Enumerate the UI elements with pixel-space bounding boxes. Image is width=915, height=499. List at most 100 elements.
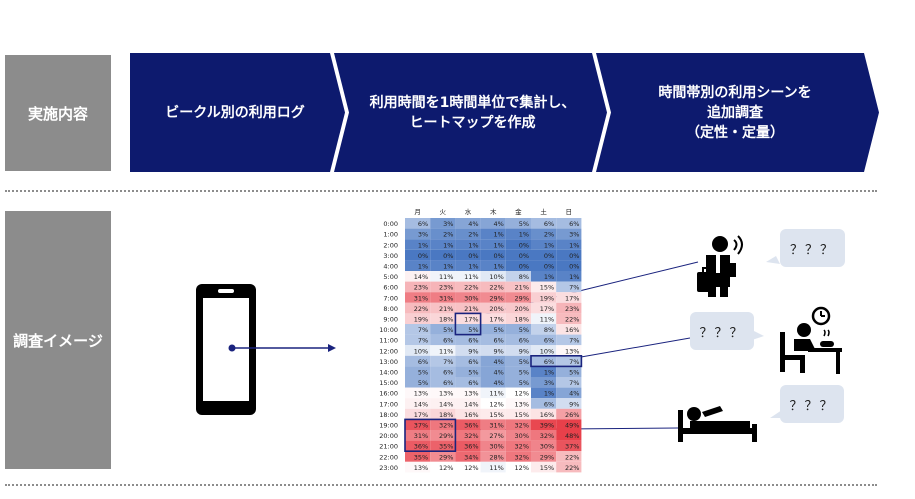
heatmap-cell-value: 14% — [414, 400, 428, 408]
heatmap-cell-value: 9% — [493, 347, 503, 355]
heatmap-cell-value: 22% — [464, 284, 478, 292]
heatmap-cell-value: 14% — [414, 273, 428, 281]
heatmap-cell-value: 12% — [515, 390, 529, 398]
heatmap-cell-value: 7% — [569, 358, 579, 366]
heatmap-cell — [505, 398, 531, 409]
question-bubble-3: ？？？ — [780, 385, 844, 423]
heatmap-cell-value: 17% — [414, 411, 428, 419]
heatmap-cell-value: 22% — [565, 453, 579, 461]
heatmap-cell — [531, 419, 557, 430]
step-2-line-2: ヒートマップを作成 — [409, 114, 536, 131]
heatmap-cell-value: 6% — [443, 379, 453, 387]
heatmap-cell — [556, 302, 582, 314]
heatmap-cell-value: 11% — [489, 390, 503, 398]
heatmap-cell-value: 9% — [468, 347, 478, 355]
heatmap-cell — [556, 377, 582, 388]
heatmap-cell — [531, 239, 557, 250]
heatmap-cell — [531, 366, 557, 377]
heatmap-cell — [430, 387, 456, 399]
heatmap-row-label: 13:00 — [379, 358, 398, 366]
heatmap-cell-value: 30% — [464, 294, 478, 302]
heatmap-row-label: 14:00 — [379, 369, 398, 377]
heatmap-cell — [455, 228, 481, 240]
heatmap-cell — [430, 239, 456, 250]
heatmap-cell-value: 7% — [443, 358, 453, 366]
heatmap-cell — [430, 228, 456, 240]
heatmap-cell-value: 7% — [569, 284, 579, 292]
heatmap-cell-value: 4% — [493, 220, 503, 228]
heatmap-cell — [531, 461, 557, 473]
heatmap-cell-value: 32% — [439, 422, 453, 430]
heatmap-cell — [505, 430, 531, 441]
heatmap-cell — [505, 228, 531, 240]
heatmap-cell-value: 29% — [515, 294, 529, 302]
heatmap-cell — [405, 334, 431, 346]
heatmap-cell — [455, 451, 481, 462]
heatmap-cell — [531, 324, 557, 335]
person-at-desk-icon — [780, 306, 842, 374]
heatmap-cell-value: 0% — [544, 252, 554, 260]
heatmap-cell — [405, 451, 431, 462]
step-1-line-1: ビークル別の利用ログ — [165, 104, 305, 121]
heatmap-cell — [556, 398, 582, 409]
heatmap-cell — [531, 430, 557, 441]
heatmap-cell — [455, 239, 481, 250]
heatmap-cell-value: 15% — [489, 411, 503, 419]
heatmap-cell — [480, 419, 506, 430]
heatmap-cell — [480, 324, 506, 335]
heatmap-cell-value: 6% — [468, 337, 478, 345]
heatmap-cell-value: 15% — [540, 284, 554, 292]
heatmap-row-label: 9:00 — [383, 316, 398, 324]
heatmap-cell — [556, 461, 582, 473]
heatmap-cell-value: 30% — [540, 443, 554, 451]
heatmap-cell-value: 0% — [569, 263, 579, 271]
heatmap-cell-value: 3% — [443, 220, 453, 228]
heatmap-cell — [505, 451, 531, 462]
heatmap-cell-value: 1% — [544, 369, 554, 377]
heatmap-cell — [405, 366, 431, 377]
heatmap-cell — [430, 271, 456, 282]
heatmap-cell — [505, 271, 531, 282]
heatmap-cell-value: 12% — [489, 400, 503, 408]
heatmap-cell — [480, 218, 506, 229]
heatmap-cell-value: 21% — [439, 305, 453, 313]
heatmap-cell — [455, 345, 481, 356]
heatmap-cell — [405, 302, 431, 314]
row-label-survey-image: 調査イメージ — [5, 211, 111, 469]
heatmap-cell — [455, 271, 481, 282]
heatmap-cell-value: 2% — [443, 231, 453, 239]
heatmap-cell-value: 35% — [439, 443, 453, 451]
heatmap-cell — [531, 271, 557, 282]
heatmap-cell-value: 5% — [418, 379, 428, 387]
heatmap-cell-value: 32% — [464, 432, 478, 440]
heatmap-cell-value: 11% — [540, 316, 554, 324]
heatmap-cell-value: 36% — [464, 443, 478, 451]
business-person-icon — [697, 235, 743, 297]
heatmap-row-label: 0:00 — [383, 220, 398, 228]
heatmap-cell-value: 6% — [544, 337, 554, 345]
heatmap-cell — [455, 302, 481, 314]
heatmap-cell — [505, 345, 531, 356]
heatmap-cell-value: 16% — [540, 411, 554, 419]
heatmap-cell-value: 9% — [519, 347, 529, 355]
heatmap-cell-value: 29% — [439, 453, 453, 461]
heatmap-cell — [430, 281, 456, 293]
heatmap-cell — [455, 292, 481, 303]
heatmap-cell-value: 0% — [519, 263, 529, 271]
heatmap-cell — [405, 218, 431, 229]
heatmap-col-label: 月 — [414, 208, 421, 216]
heatmap-cell — [505, 313, 531, 324]
heatmap-cell — [405, 260, 431, 271]
heatmap-cell-value: 10% — [414, 347, 428, 355]
heatmap-cell-value: 4% — [468, 220, 478, 228]
heatmap-cell — [430, 366, 456, 377]
heatmap-cell-value: 13% — [414, 464, 428, 472]
heatmap-cell — [505, 408, 531, 420]
heatmap-cell-value: 0% — [493, 252, 503, 260]
step-3-line-3: （定性・定量） — [686, 124, 784, 141]
heatmap-cell-value: 22% — [565, 464, 579, 472]
heatmap-cell — [405, 271, 431, 282]
heatmap-cell — [430, 249, 456, 261]
heatmap-cell-value: 34% — [464, 453, 478, 461]
heatmap-cell-value: 26% — [565, 411, 579, 419]
